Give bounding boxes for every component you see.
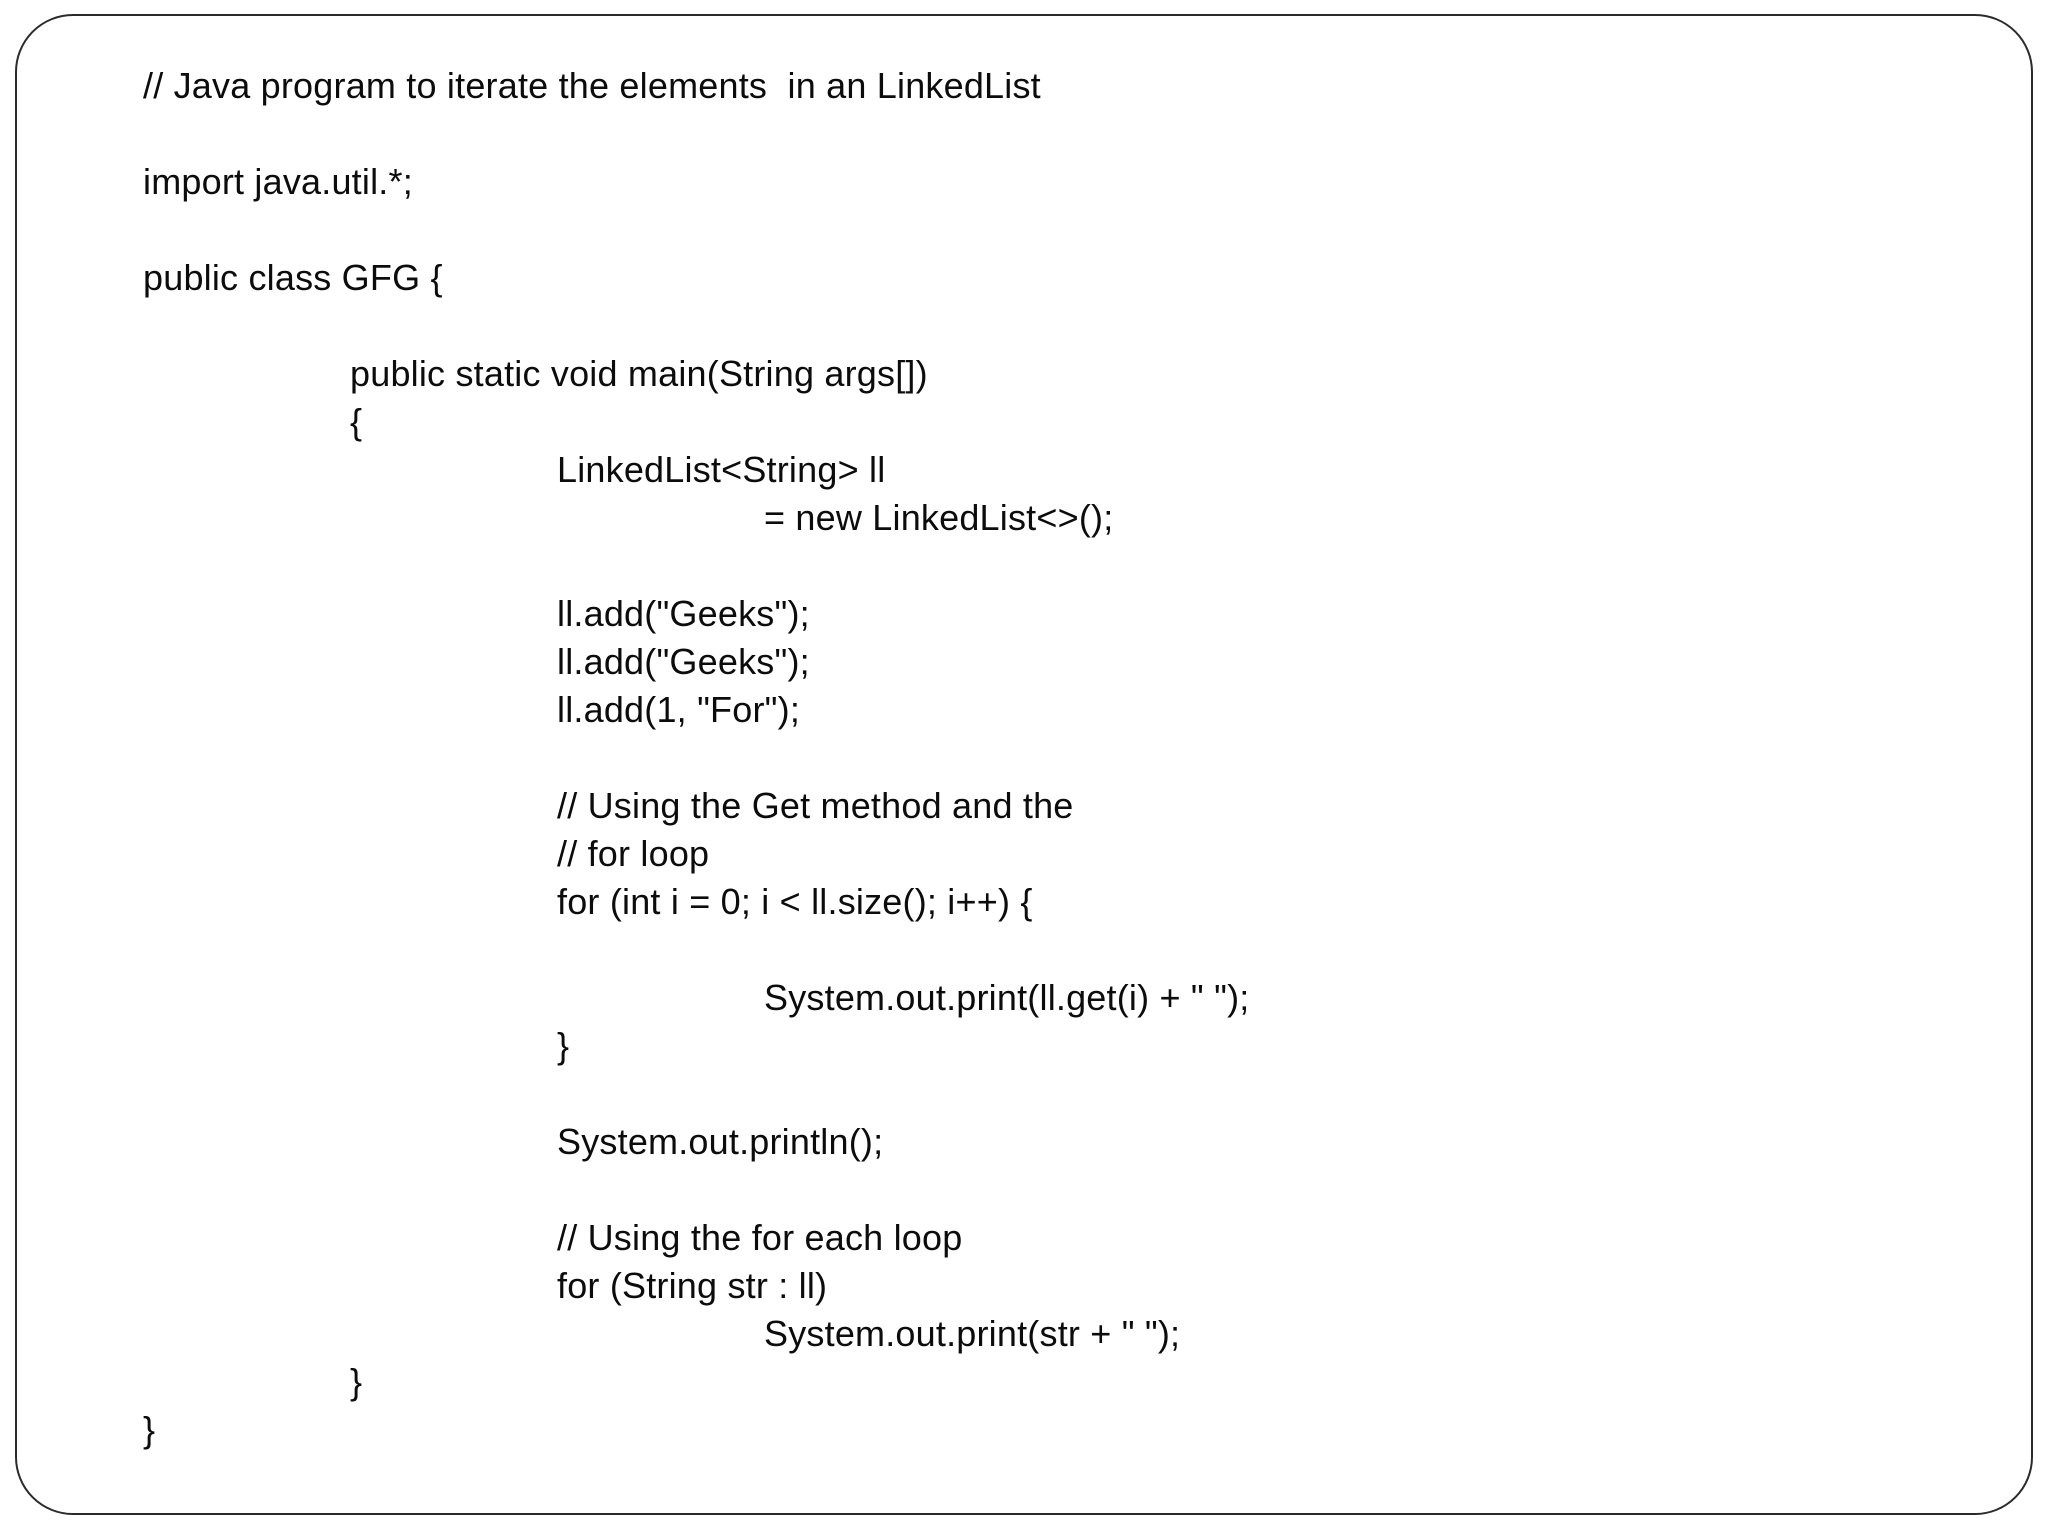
code-line: System.out.print(str + " "); [764,1313,1181,1354]
code-line: import java.util.*; [143,161,413,202]
code-line [143,110,2008,158]
code-line: // Java program to iterate the elements … [143,65,1041,106]
code-line: public static void main(String args[]) [350,353,928,394]
code-line: = new LinkedList<>(); [764,497,1114,538]
code-line: // for loop [557,833,710,874]
code-line: ll.add("Geeks"); [557,641,810,682]
code-line: ll.add("Geeks"); [557,593,810,634]
code-line: public class GFG { [143,257,443,298]
code-line: } [557,1025,570,1066]
rounded-border-frame [15,14,2033,1515]
code-line: } [350,1361,363,1402]
java-code-block: // Java program to iterate the elements … [143,62,2008,1454]
code-line: } [143,1409,156,1450]
code-line [143,206,2008,254]
code-line: System.out.print(ll.get(i) + " "); [764,977,1250,1018]
code-line [143,926,2008,974]
code-line [143,734,2008,782]
code-line: for (String str : ll) [557,1265,828,1306]
code-line [143,1166,2008,1214]
code-line: for (int i = 0; i < ll.size(); i++) { [557,881,1033,922]
code-line: // Using the for each loop [557,1217,963,1258]
code-line [143,1070,2008,1118]
code-line [143,542,2008,590]
code-line [143,302,2008,350]
code-line: ll.add(1, "For"); [557,689,801,730]
code-line: LinkedList<String> ll [557,449,886,490]
code-line: System.out.println(); [557,1121,884,1162]
code-line: // Using the Get method and the [557,785,1074,826]
code-line: { [350,401,363,442]
